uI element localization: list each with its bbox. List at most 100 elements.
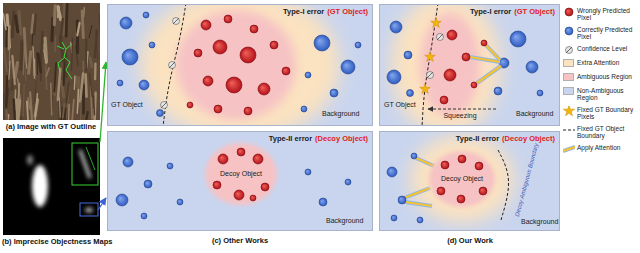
- legend-item: Ambiguous Region: [563, 73, 639, 82]
- legend-swatch: [563, 59, 574, 67]
- wrong-pixel: [565, 8, 573, 16]
- wrong-pixel: [194, 49, 202, 57]
- legend-symbol: [563, 26, 575, 36]
- legend-item: Fixed GT Boundary Pixels: [563, 106, 639, 121]
- wrong-pixel: [250, 25, 258, 33]
- bark-texture: [85, 39, 87, 70]
- squeeze-arrow: [428, 109, 496, 110]
- error-target-title: (GT Object): [514, 7, 555, 16]
- wrong-pixel: [282, 67, 290, 75]
- region-label: GT Object: [111, 101, 143, 109]
- correct-pixel: [494, 87, 502, 95]
- wrong-pixel: [471, 82, 477, 88]
- error-type-title: Type-I error: [470, 7, 511, 16]
- correct-pixel: [143, 12, 149, 18]
- bark-texture: [33, 47, 34, 79]
- error-target-title: (GT Object): [327, 7, 368, 16]
- correct-pixel: [141, 213, 147, 219]
- wrong-pixel: [226, 77, 242, 93]
- bark-texture: [46, 68, 49, 76]
- bark-texture: [76, 77, 77, 87]
- legend-symbol: [563, 45, 575, 55]
- bark-texture: [34, 15, 35, 35]
- confidence-circle: [173, 18, 180, 25]
- ambiguous-region: [420, 13, 480, 117]
- wrong-pixel: [444, 69, 456, 81]
- region-label: Background: [516, 110, 553, 118]
- legend-swatch: [563, 73, 574, 81]
- wrong-pixel: [475, 162, 483, 170]
- bark-texture: [31, 15, 33, 33]
- bark-texture: [25, 68, 26, 81]
- legend-symbol: [563, 125, 575, 135]
- bark-texture: [23, 84, 25, 116]
- correct-pixel: [355, 42, 361, 48]
- bark-texture: [4, 48, 7, 72]
- extra-attention-region: [410, 135, 514, 223]
- bark-texture: [68, 104, 70, 120]
- panel-heading: Type-I error(GT Object): [283, 7, 368, 16]
- wrong-pixel: [437, 187, 445, 195]
- confidence-mark: [437, 34, 444, 41]
- boundary-label: Decoy Ambiguous Boundary: [514, 142, 540, 217]
- bark-texture: [18, 79, 21, 100]
- wrong-pixel: [479, 187, 487, 195]
- bark-texture: [16, 100, 19, 120]
- correct-pixel: [305, 72, 311, 78]
- bark-texture: [94, 93, 97, 119]
- fixed-boundary-star: [425, 51, 435, 61]
- confidence-circle: [566, 46, 573, 53]
- bark-texture: [45, 66, 48, 89]
- correct-pixel: [301, 106, 307, 112]
- correct-pixel: [526, 61, 538, 73]
- legend-item: Non-Ambiguous Region: [563, 87, 639, 102]
- bark-texture: [19, 41, 23, 69]
- bark-texture: [50, 83, 53, 115]
- bark-texture: [80, 74, 83, 102]
- attention-stroke: [416, 158, 434, 166]
- decoy-box: [80, 203, 98, 216]
- bark-texture: [63, 104, 64, 118]
- wrong-pixel: [203, 76, 213, 86]
- confidence-mark: [427, 72, 434, 79]
- bark-texture: [54, 36, 56, 51]
- wrong-pixel: [447, 30, 457, 40]
- bark-texture: [30, 92, 32, 120]
- legend-symbol: [563, 106, 575, 116]
- correct-pixel: [390, 21, 402, 33]
- correct-pixel: [116, 194, 128, 206]
- wrong-pixel: [218, 154, 228, 164]
- bark-texture: [8, 26, 11, 49]
- bark-texture: [35, 81, 37, 104]
- attention-stroke: [405, 202, 432, 206]
- bark-texture: [41, 32, 43, 63]
- wrong-pixel: [481, 40, 487, 46]
- decoy-blob: [85, 208, 93, 213]
- bark-texture: [36, 53, 38, 74]
- bark-texture: [71, 100, 73, 120]
- correct-pixel: [120, 17, 132, 29]
- pointer-arrow: [100, 62, 106, 142]
- confidence-circle: [169, 62, 176, 69]
- legend-swatch: [563, 87, 574, 95]
- bark-texture: [90, 58, 92, 66]
- gt-outline: [57, 42, 72, 79]
- legend-text: Wrongly Predicted Pixel: [577, 7, 638, 22]
- ambiguous-region: [429, 151, 495, 207]
- legend-text: Extra Attention: [577, 59, 638, 66]
- bark-texture: [80, 101, 81, 120]
- bark-texture: [89, 74, 92, 97]
- bark-texture: [86, 112, 88, 120]
- error-target-title: (Decoy Object): [502, 134, 555, 143]
- correct-pixel: [139, 80, 149, 90]
- bark-texture: [19, 11, 21, 34]
- bark-texture: [89, 25, 92, 37]
- wrong-pixel: [258, 83, 270, 95]
- region-label: GT Object: [384, 101, 416, 109]
- legend-item: Extra Attention: [563, 59, 639, 68]
- wrong-pixel: [237, 148, 245, 156]
- bark-texture: [94, 64, 97, 79]
- fixed-boundary-star: [563, 106, 574, 116]
- attention-stroke: [477, 66, 501, 83]
- figure-caption: (b) Imprecise Objectness Maps: [2, 238, 112, 247]
